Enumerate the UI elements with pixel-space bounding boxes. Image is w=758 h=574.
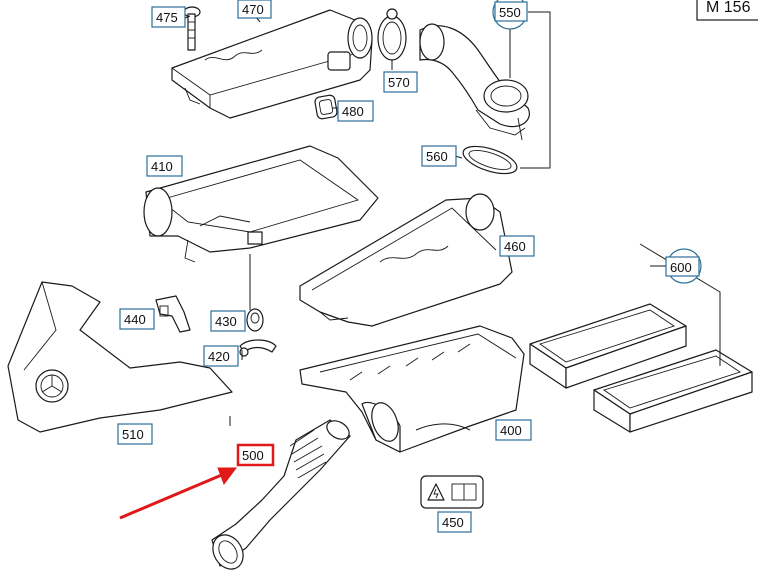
callout-470[interactable]: 470 [237,0,272,19]
svg-text:600: 600 [670,260,692,275]
svg-text:475: 475 [156,10,178,25]
callout-600[interactable]: 600 [665,248,702,284]
part-500-intake-hose[interactable] [207,417,353,574]
callout-410[interactable]: 410 [146,155,183,177]
part-420-clip[interactable] [239,339,277,357]
part-480-seal[interactable] [314,94,338,120]
svg-text:570: 570 [388,75,410,90]
callout-500-highlighted[interactable]: 500 [236,443,275,467]
lightning-icon [433,488,439,499]
svg-text:410: 410 [151,159,173,174]
svg-text:550: 550 [499,5,521,20]
svg-text:560: 560 [426,149,448,164]
part-570-clamp[interactable] [377,8,407,61]
callout-430[interactable]: 430 [210,310,246,332]
svg-text:400: 400 [500,423,522,438]
model-text: M 156 [706,0,751,16]
svg-text:420: 420 [208,349,230,364]
svg-text:500: 500 [242,448,264,463]
part-600-filter-element-1[interactable] [529,303,687,389]
callout-510[interactable]: 510 [117,423,153,445]
part-400-air-box[interactable] [299,325,525,453]
callout-480[interactable]: 480 [337,100,374,122]
callout-450[interactable]: 450 [437,511,472,533]
callout-420[interactable]: 420 [203,345,239,367]
part-460-cover[interactable] [299,193,513,327]
svg-text:430: 430 [215,314,237,329]
part-470-intake-cover[interactable] [171,9,373,119]
svg-text:460: 460 [504,239,526,254]
part-450-warning-label[interactable] [420,475,484,509]
part-550-intake-duct[interactable] [419,23,530,141]
part-440-bracket[interactable] [155,295,191,333]
part-410-housing[interactable] [143,145,379,263]
svg-text:510: 510 [122,427,144,442]
svg-text:450: 450 [442,515,464,530]
warning-triangle-icon [427,483,445,501]
callout-560[interactable]: 560 [421,145,457,167]
callout-475[interactable]: 475 [151,6,186,28]
svg-text:440: 440 [124,312,146,327]
callout-440[interactable]: 440 [119,308,155,330]
part-600-filter-element-2[interactable] [593,349,753,433]
svg-text:470: 470 [242,2,264,17]
part-560-gasket[interactable] [460,141,520,179]
model-label: M 156 [696,0,758,21]
callout-550[interactable]: 550 [492,0,528,30]
red-arrow-indicator [119,467,237,520]
callout-400[interactable]: 400 [495,419,532,441]
callout-570[interactable]: 570 [383,71,418,93]
svg-text:480: 480 [342,104,364,119]
callout-460[interactable]: 460 [499,235,535,257]
part-475-bolt[interactable] [183,6,201,51]
part-430-grommet[interactable] [246,308,264,332]
part-510-engine-cover[interactable] [7,281,233,433]
